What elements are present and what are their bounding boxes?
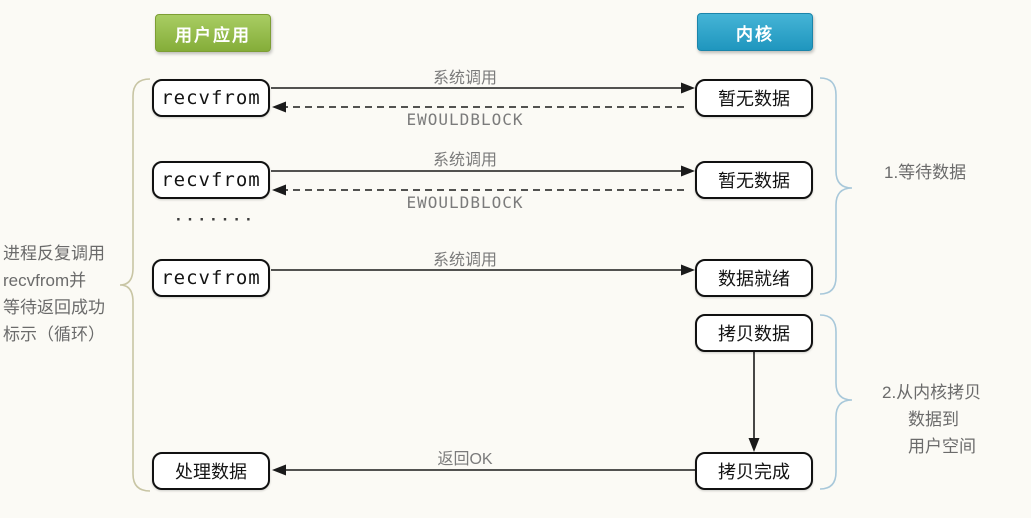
phase1-note: 1.等待数据 (884, 163, 967, 182)
syscall-label-1: 系统调用 (432, 70, 498, 87)
syscall-label-2: 系统调用 (432, 152, 498, 169)
ewouldblock-label-2: EWOULDBLOCK (406, 193, 524, 212)
copy-arrowhead (748, 438, 760, 452)
no-data-box-2: 暂无数据 (695, 161, 813, 199)
phase1-brace (819, 77, 853, 295)
copy-done-box: 拷贝完成 (695, 452, 813, 490)
phase2-note-line-3: 用户空间 (908, 437, 976, 456)
return-ok-arrowhead (272, 464, 286, 476)
left-note-line-2: recvfrom并 (3, 271, 87, 290)
phase2-note-line-2: 数据到 (908, 410, 959, 429)
phase2-brace (819, 314, 853, 490)
left-note-line-3: 等待返回成功 (3, 298, 105, 317)
loop-ellipsis: ······· (176, 210, 258, 229)
ewouldblock-arrowhead-1 (272, 101, 286, 113)
recvfrom-box-1: recvfrom (152, 79, 270, 117)
left-loop-note: 进程反复调用 recvfrom并 等待返回成功 标示（循环） (3, 240, 105, 348)
phase2-note-line-1: 2.从内核拷贝 (882, 383, 982, 402)
left-loop-brace (119, 78, 151, 492)
process-data-box: 处理数据 (152, 452, 270, 490)
syscall-arrowhead-1 (681, 82, 695, 94)
syscall-arrowhead-2 (681, 165, 695, 177)
left-note-line-4: 标示（循环） (3, 325, 105, 344)
return-ok-label: 返回OK (437, 451, 493, 468)
recvfrom-box-2: recvfrom (152, 161, 270, 199)
phase2-note: 2.从内核拷贝 数据到 用户空间 (882, 379, 981, 460)
ewouldblock-arrowhead-2 (272, 184, 286, 196)
left-note-line-1: 进程反复调用 (3, 244, 105, 263)
recvfrom-box-3: recvfrom (152, 259, 270, 297)
data-ready-box: 数据就绪 (695, 259, 813, 297)
ewouldblock-label-1: EWOULDBLOCK (406, 110, 524, 129)
syscall-arrowhead-3 (681, 264, 695, 276)
no-data-box-1: 暂无数据 (695, 79, 813, 117)
syscall-label-3: 系统调用 (432, 252, 498, 269)
kernel-header: 内核 (697, 13, 813, 51)
user-app-header: 用户应用 (155, 14, 271, 52)
copy-data-box: 拷贝数据 (695, 314, 813, 352)
